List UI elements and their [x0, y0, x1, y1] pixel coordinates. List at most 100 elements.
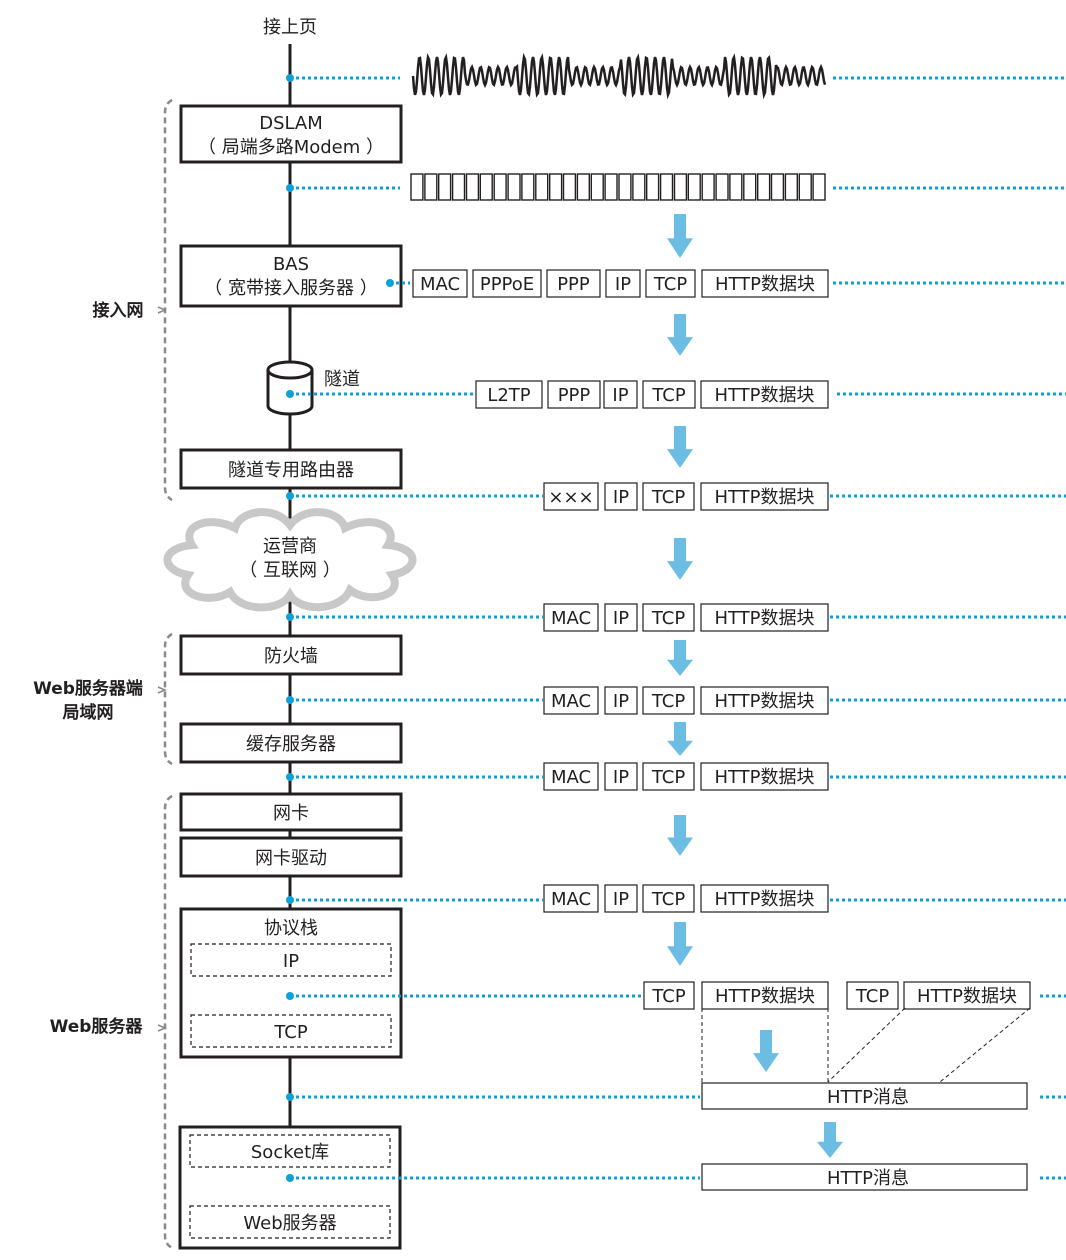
dslam-title: DSLAM — [259, 113, 323, 134]
firewall-label: 防火墙 — [264, 646, 318, 667]
isp-label: 运营商 — [263, 536, 317, 557]
down-arrow-icon — [667, 538, 693, 580]
packet-field-box — [903, 981, 1031, 1010]
group-label-access-network: 接入网 — [93, 300, 144, 321]
packet-field-box — [412, 269, 468, 298]
protocol-stack-ip-layer: IP — [283, 951, 299, 972]
signal-cell — [465, 173, 480, 201]
packet-field-label: IP — [613, 487, 629, 508]
signal-cell — [715, 173, 729, 201]
packet-field-label: HTTP数据块 — [715, 274, 815, 295]
flow-arrows — [667, 214, 843, 1158]
signal-cell — [729, 173, 743, 201]
web-server-app-label: Web服务器 — [243, 1213, 336, 1234]
server-software-device: Socket库 Web服务器 — [178, 1125, 402, 1250]
packet-field-label: MAC — [551, 767, 591, 788]
packet-field-box — [543, 482, 599, 511]
packet-field-box — [472, 269, 542, 298]
group-brackets — [157, 98, 173, 1250]
packet-field-box — [604, 603, 638, 632]
packet-field-box — [645, 269, 696, 298]
signal-cell — [798, 173, 812, 201]
packet-field-label: TCP — [651, 691, 686, 712]
packet-field-label: PPP — [558, 385, 591, 406]
group-label-web-lan-line1: Web服务器端 — [33, 678, 143, 699]
signal-cell — [812, 173, 826, 201]
down-arrow-icon — [667, 214, 693, 258]
cache-server-label: 缓存服务器 — [246, 734, 336, 755]
signal-cell — [687, 173, 701, 201]
signal-cell — [549, 173, 563, 201]
group-bracket-tick — [157, 306, 167, 314]
packet-field-box — [475, 380, 543, 409]
packet-field-box — [604, 686, 638, 715]
packet-field-box — [846, 981, 899, 1010]
packet-field-box — [604, 482, 638, 511]
signal-cell — [604, 173, 618, 201]
packet-field-box — [642, 686, 695, 715]
signal-cell — [784, 173, 799, 201]
down-arrow-icon — [753, 1030, 779, 1072]
packet-field-label: HTTP数据块 — [715, 986, 815, 1007]
packet-field-label: HTTP数据块 — [714, 487, 814, 508]
bas-subtitle: （ 宽带接入服务器 ） — [204, 278, 377, 299]
packet-field-box — [543, 884, 599, 913]
packet-field-label: TCP — [651, 889, 686, 910]
packet-field-label: TCP — [651, 986, 686, 1007]
signal-cell — [673, 173, 688, 201]
http-message-label: HTTP消息 — [827, 1168, 909, 1189]
tap-lines — [286, 74, 1066, 1182]
packet-field-box — [642, 762, 695, 791]
socket-library-label: Socket库 — [251, 1142, 329, 1163]
packet-field-box — [700, 686, 829, 715]
packet-field-box — [543, 762, 599, 791]
packet-field-box — [643, 981, 695, 1010]
signal-cell — [659, 173, 674, 201]
continued-from-previous-page: 接上页 — [263, 17, 317, 38]
packet-field-box — [546, 269, 601, 298]
nic-driver-label: 网卡驱动 — [255, 848, 327, 869]
packet-field-label: MAC — [420, 274, 460, 295]
packet-field-box — [642, 380, 696, 409]
protocol-stack-device: 协议栈 IP TCP — [179, 907, 403, 1059]
packet-field-label: TCP — [651, 385, 686, 406]
http-message-delivered: HTTP消息 — [701, 1163, 1028, 1191]
signal-cell — [562, 173, 577, 201]
tunnel-label: 隧道 — [324, 369, 360, 390]
packet-field-label: IP — [612, 385, 628, 406]
packet-field-label: PPPoE — [480, 274, 534, 295]
packet-field-box — [604, 762, 638, 791]
packet-tunnel: L2TP PPP IP TCP HTTP数据块 — [475, 380, 829, 409]
packet-field-label: HTTP数据块 — [714, 385, 814, 406]
packet-field-box — [604, 884, 638, 913]
signal-cell — [493, 173, 507, 201]
tunnel-router-label: 隧道专用路由器 — [228, 460, 354, 481]
dslam-device: DSLAM （ 局端多路Modem ） — [179, 104, 403, 164]
group-bracket — [163, 632, 173, 766]
signal-cell — [521, 173, 535, 201]
packet-field-box — [603, 380, 638, 409]
packet-field-label: IP — [615, 274, 631, 295]
signal-cell — [410, 173, 424, 201]
packet-field-label: TCP — [651, 487, 686, 508]
tunnel-router-device: 隧道专用路由器 — [179, 448, 403, 490]
packet-ip_layer_a: TCP HTTP数据块 — [643, 981, 829, 1010]
packet-field-box — [642, 884, 695, 913]
group-label-web-server: Web服务器 — [50, 1016, 144, 1037]
down-arrow-icon — [667, 722, 693, 756]
packet-field-label: HTTP数据块 — [714, 608, 814, 629]
digital-signal-cells — [410, 173, 826, 201]
signal-cell — [507, 173, 521, 201]
signal-cell — [632, 173, 646, 201]
packet-field-label: L2TP — [487, 385, 530, 406]
protocol-stack-title: 协议栈 — [264, 918, 318, 939]
reassembly-guides — [701, 1007, 1031, 1083]
tunnel-cylinder-icon — [266, 360, 314, 416]
group-bracket — [163, 794, 173, 1250]
packet-field-label: IP — [613, 767, 629, 788]
signal-cell — [618, 173, 632, 201]
